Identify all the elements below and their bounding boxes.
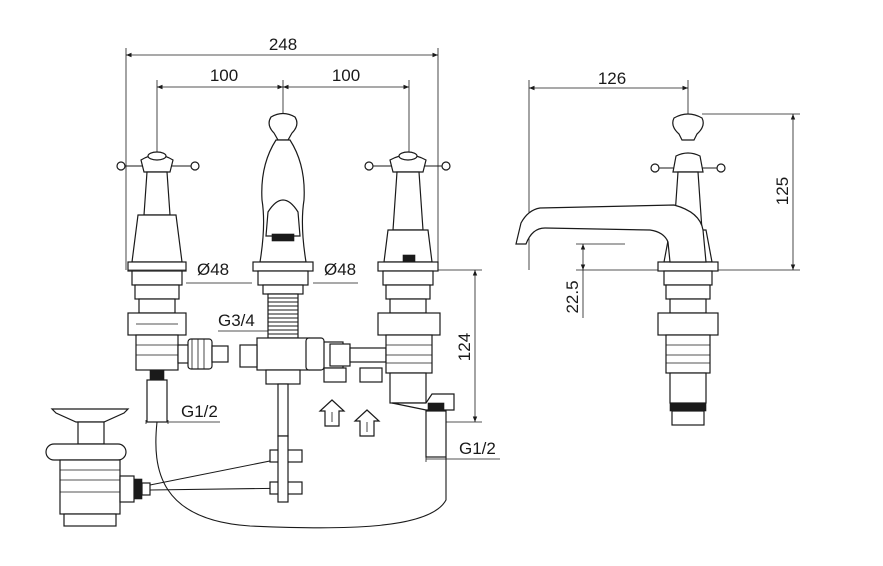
left-connector	[177, 338, 229, 370]
side-view-tap	[650, 113, 726, 426]
dim-label-100-right: 100	[332, 66, 360, 85]
dim-label-125: 125	[773, 177, 792, 205]
flow-arrow-cold	[353, 409, 381, 437]
spout-thread	[268, 297, 298, 335]
dim-spout-diameter: Ø48	[313, 260, 358, 284]
right-connector	[239, 337, 387, 383]
dim-below-deck: 124	[438, 269, 482, 423]
right-cross-handle	[364, 151, 455, 458]
dim-left-handle-diameter: Ø48	[186, 260, 252, 284]
flow-arrow-hot	[318, 399, 346, 427]
dim-label-22-5: 22.5	[563, 280, 582, 313]
dim-left-spacing: 100 100	[156, 66, 410, 165]
dim-label-100-left: 100	[210, 66, 238, 85]
side-view-spout	[515, 204, 707, 263]
dim-label-248: 248	[269, 35, 297, 54]
flexible-hose	[155, 421, 447, 529]
dim-height: 125	[702, 113, 800, 271]
dim-spout-inlet: G3/4	[218, 311, 268, 332]
dim-label-g12-left: G1/2	[181, 402, 218, 421]
dim-spout-projection: 126	[528, 69, 689, 270]
popup-waste	[45, 408, 151, 527]
dim-label-126: 126	[598, 69, 626, 88]
centre-spout	[252, 112, 314, 437]
dim-label-g34: G3/4	[218, 311, 255, 330]
left-cross-handle	[116, 151, 200, 423]
dim-label-g12-right: G1/2	[459, 439, 496, 458]
dim-label-dia48-spout: Ø48	[324, 260, 356, 279]
dim-label-124: 124	[455, 333, 474, 361]
dim-label-dia48-left: Ø48	[197, 260, 229, 279]
dim-overall-width: 248	[125, 35, 439, 270]
dim-left-outlet: G1/2	[145, 402, 220, 424]
popup-rod	[149, 435, 303, 503]
dim-deck-to-spout: 22.5	[563, 243, 658, 318]
